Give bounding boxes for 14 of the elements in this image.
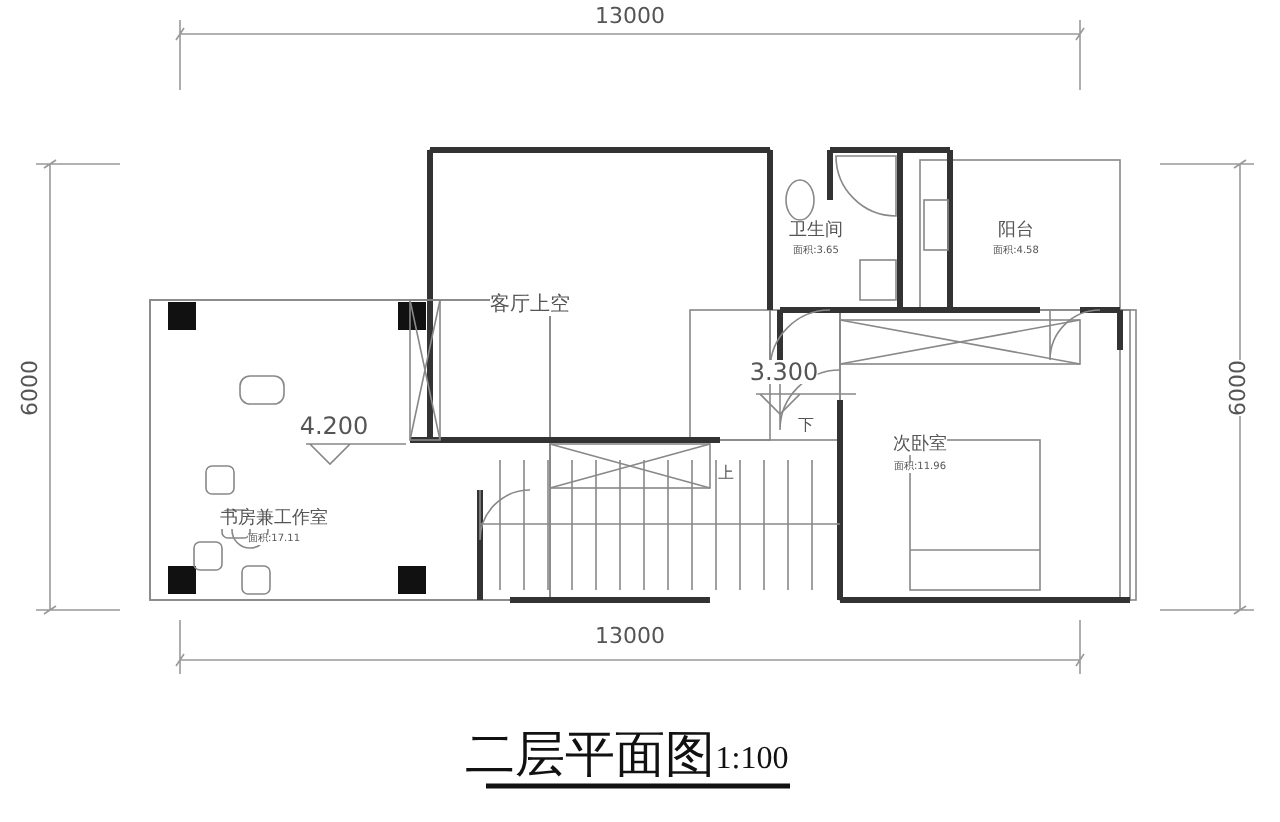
dimension-text: 6000 [1227,360,1249,416]
stair-direction: 下 [798,418,814,434]
elevation-mark: 4.200 [299,414,369,438]
dimension-text: 13000 [595,5,665,27]
elevation-mark: 3.300 [749,360,819,384]
room-name: 书房兼工作室 [220,511,328,529]
dimension-text: 6000 [19,360,41,416]
stair-direction: 上 [718,466,734,482]
drawing-title: 二层平面图 [465,729,715,779]
dimension-text: 13000 [595,625,665,647]
room-name: 客厅上空 [490,296,570,316]
room-name: 次卧室 [893,437,947,455]
room-name: 卫生间 [789,223,843,241]
room-name: 阳台 [998,223,1034,241]
